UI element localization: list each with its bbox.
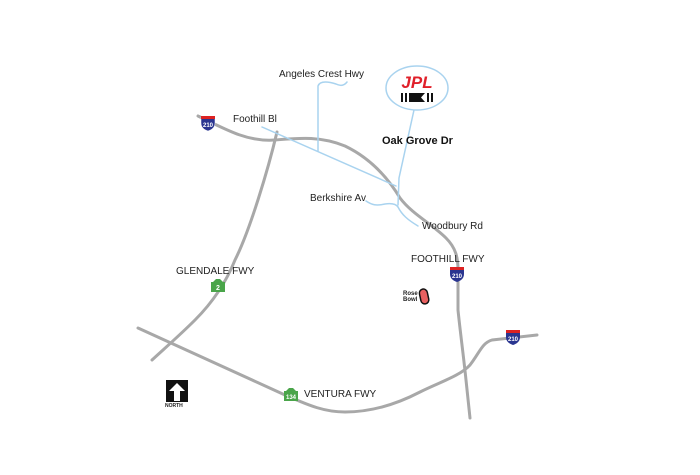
label-glendale-fwy: GLENDALE FWY: [176, 266, 255, 277]
svg-text:134: 134: [286, 395, 297, 401]
rose-bowl-line2: Bowl: [403, 297, 418, 303]
interstate-210-shield-icon: 210: [450, 267, 464, 282]
street-woodbury: [397, 206, 419, 227]
freeway-glendale: [150, 130, 279, 362]
street-berkshire: [365, 200, 399, 208]
label-angeles-crest-hwy: Angeles Crest Hwy: [279, 69, 365, 80]
label-foothill-fwy: FOOTHILL FWY: [411, 254, 485, 265]
label-ventura-fwy: VENTURA FWY: [304, 389, 377, 400]
svg-text:210: 210: [452, 274, 463, 280]
street-foothill-bl: [261, 126, 397, 187]
street-angeles-crest: [317, 81, 348, 152]
label-woodbury-rd: Woodbury Rd: [422, 221, 483, 232]
state-route-134-shield-icon: 134: [284, 388, 298, 401]
svg-text:2: 2: [216, 285, 220, 292]
label-foothill-bl: Foothill Bl: [233, 114, 277, 125]
label-rose-bowl: Rose Bowl: [403, 291, 418, 303]
interstate-210-shield-icon: 210: [200, 116, 216, 132]
label-oak-grove-dr: Oak Grove Dr: [382, 135, 453, 147]
svg-text:210: 210: [203, 123, 214, 129]
north-label: NORTH: [165, 403, 183, 409]
jpl-logo-text: JPL: [401, 73, 432, 92]
svg-text:210: 210: [508, 337, 519, 343]
state-route-2-shield-icon: 2: [211, 279, 225, 292]
street-oak-grove: [397, 109, 415, 206]
north-arrow-icon: [166, 380, 188, 402]
rose-bowl-icon: [418, 288, 430, 305]
freeway-ventura: [136, 326, 539, 414]
label-berkshire-av: Berkshire Av: [310, 193, 366, 204]
rose-bowl-line1: Rose: [403, 291, 418, 297]
interstate-210-shield-icon: 210: [506, 330, 520, 345]
jpl-logo-icon[interactable]: JPL: [401, 73, 433, 102]
